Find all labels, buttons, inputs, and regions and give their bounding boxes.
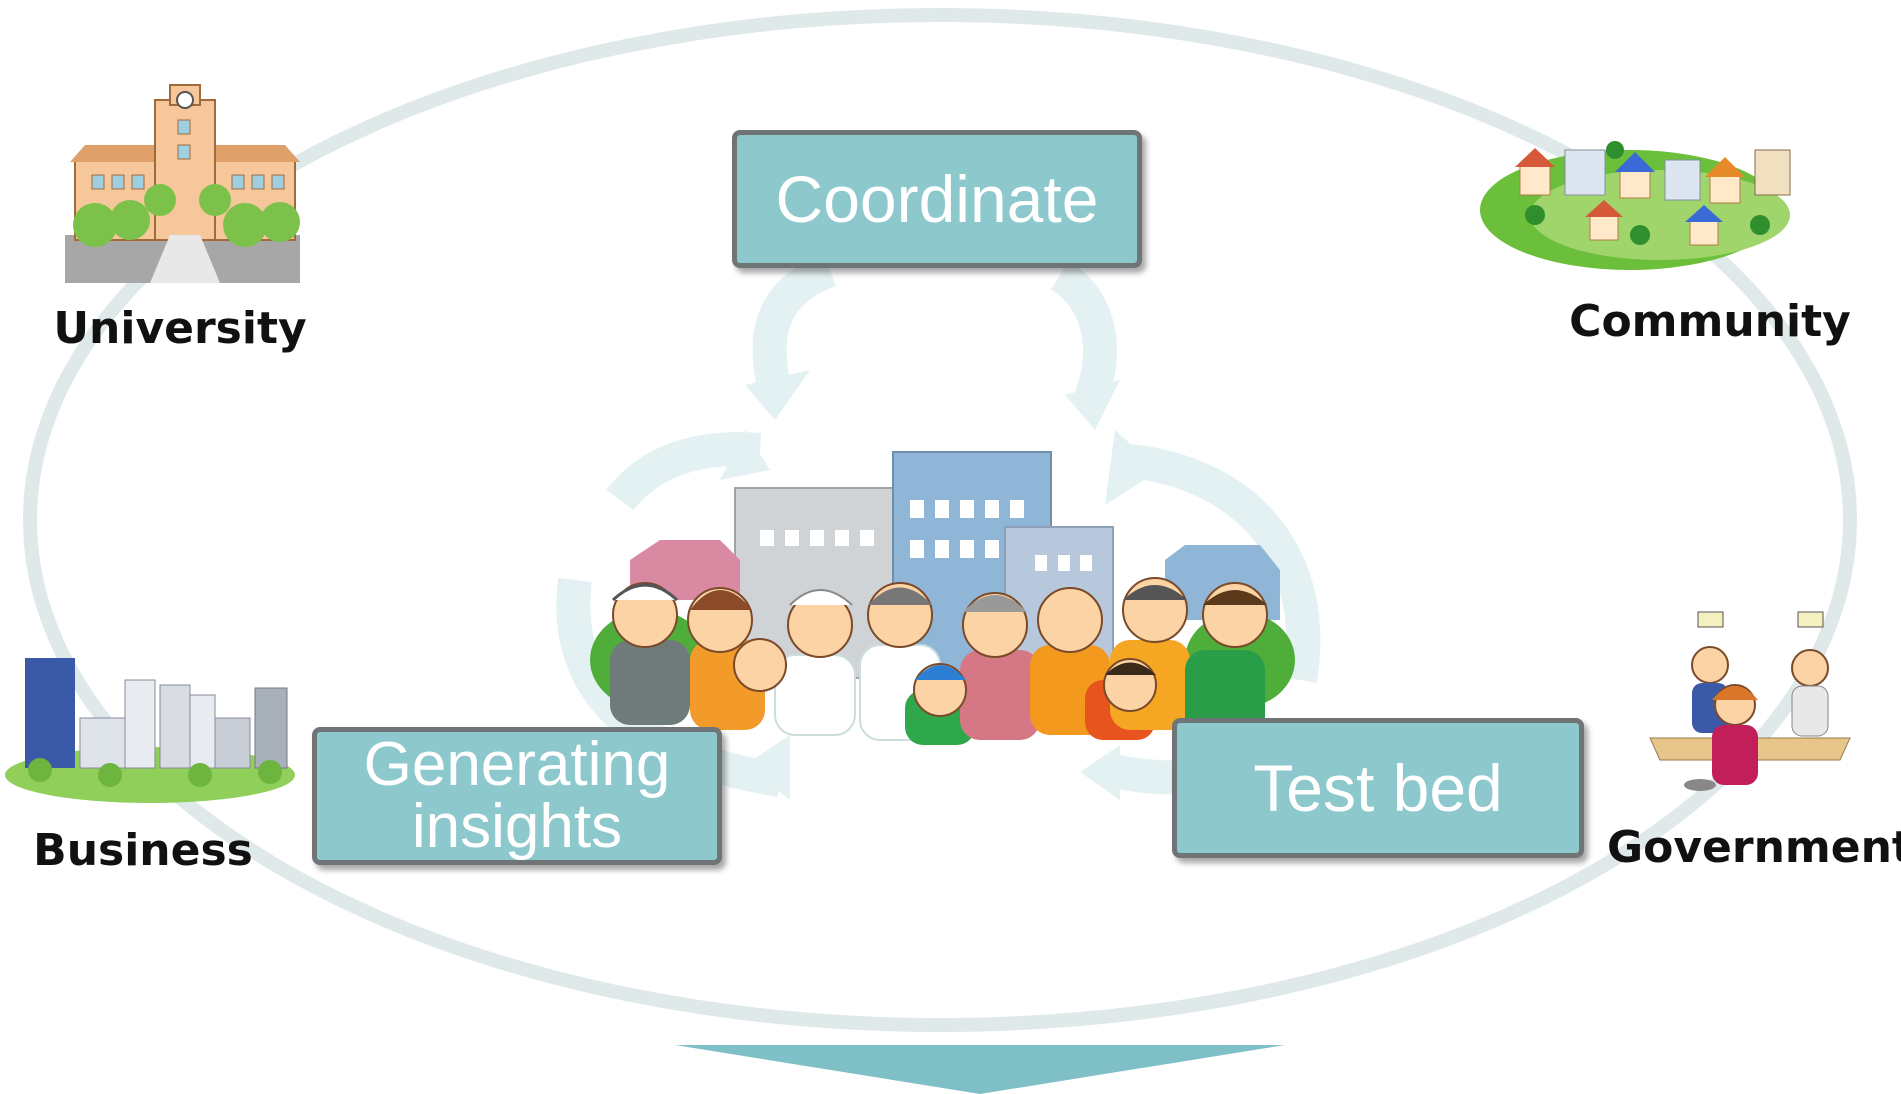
test-bed-box: Test bed: [1172, 718, 1584, 858]
government-label: Government: [1607, 822, 1901, 873]
test-bed-label: Test bed: [1253, 751, 1503, 825]
people-group-icon: [590, 451, 1295, 745]
generating-insights-label-line2: insights: [411, 792, 623, 861]
government-office-counter-icon: [1649, 611, 1851, 791]
generating-insights-box: Generating insights: [312, 727, 722, 865]
community-label: Community: [1569, 296, 1851, 347]
coordinate-box: Coordinate: [732, 130, 1142, 268]
ecosystem-ellipse: [23, 8, 1857, 1032]
university-building-icon: [65, 84, 300, 283]
business-label: Business: [33, 825, 253, 876]
university-label: University: [53, 303, 306, 354]
coordinate-label: Coordinate: [775, 162, 1099, 236]
city-skyline-icon: [5, 658, 295, 803]
cycle-arrowheads-icon: [720, 370, 1160, 800]
town-village-icon: [1480, 141, 1791, 270]
down-arrow-icon: [675, 1045, 1285, 1094]
generating-insights-label-line1: Generating: [363, 730, 671, 799]
